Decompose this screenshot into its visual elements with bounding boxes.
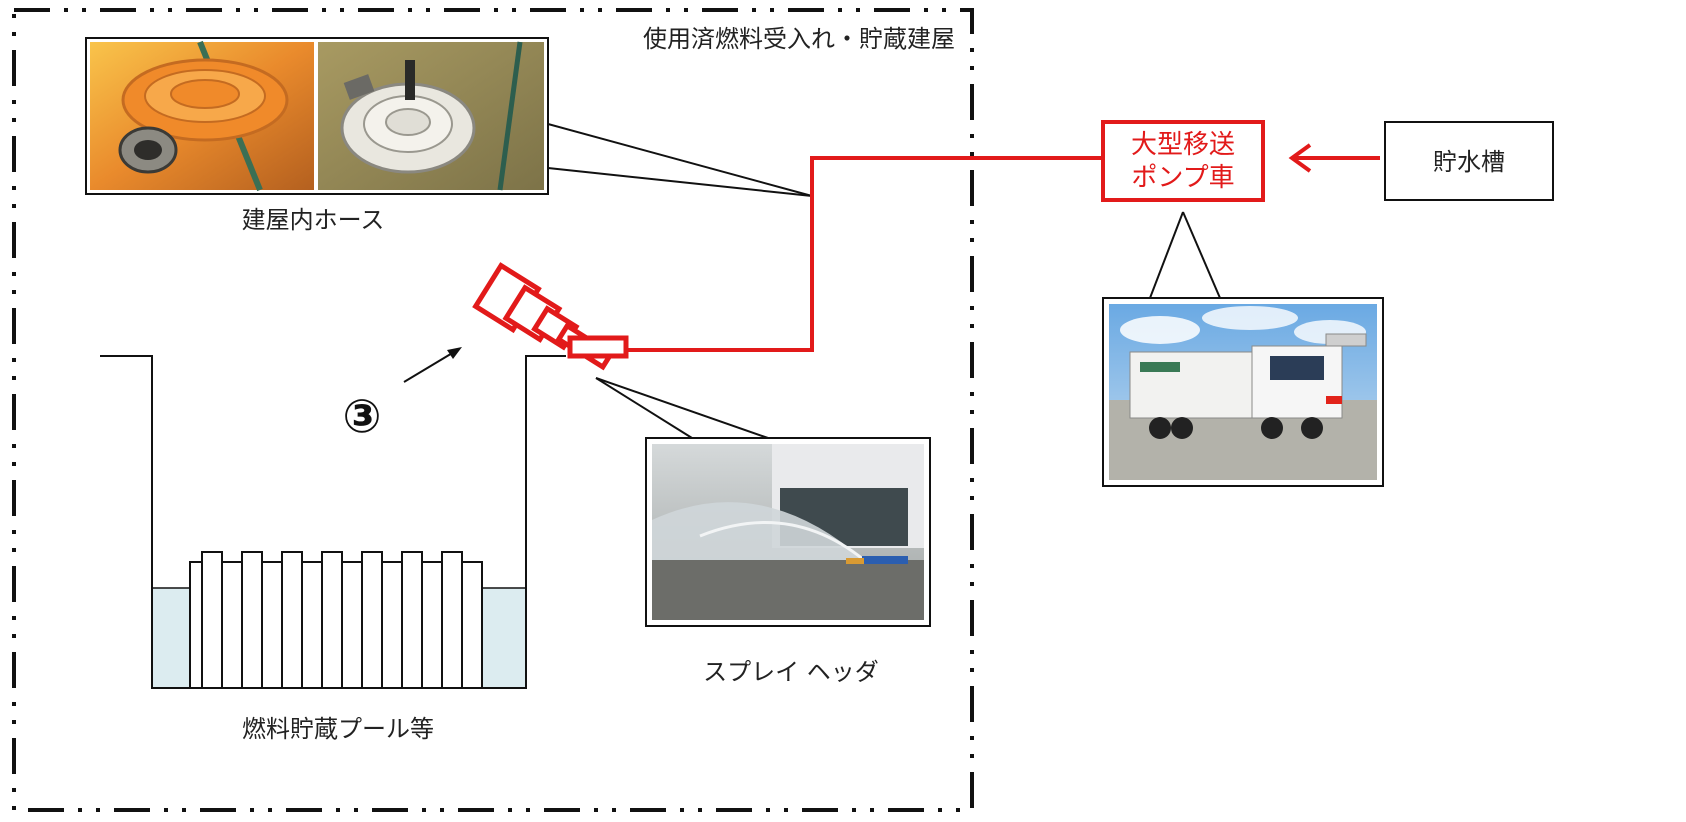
spray-header-label: スプレイ ヘッダ: [703, 658, 879, 686]
pump-truck-label-line2: ポンプ車: [1131, 163, 1234, 193]
pump-truck-label-line1: 大型移送: [1131, 130, 1235, 160]
hose-label: 建屋内ホース: [242, 206, 385, 234]
pump-truck-photo: [1102, 297, 1384, 487]
spray-nozzle-icon: [472, 262, 629, 371]
hose-photo-orange: [90, 40, 314, 192]
spray-photo: [645, 437, 931, 627]
pump-truck-box: [1101, 120, 1265, 202]
flow-line: [626, 156, 1103, 352]
building-boundary: [12, 8, 974, 812]
hose-photo-white: [318, 41, 544, 191]
step-arrow: [403, 347, 462, 383]
building-label: 使用済燃料受入れ・貯蔵建屋: [643, 25, 955, 53]
water-tank-box: [1384, 121, 1554, 201]
hose-photos: [85, 37, 813, 197]
water-tank-label: 貯水槽: [1433, 148, 1505, 176]
fuel-pool: [100, 355, 566, 689]
pool-label: 燃料貯蔵プール等: [242, 715, 434, 743]
truck-callout: [1149, 211, 1221, 299]
flow-arrow: [1288, 143, 1380, 173]
spray-callout: [595, 377, 769, 439]
step-marker: ③: [343, 389, 382, 443]
fuel-racks: [189, 551, 483, 689]
